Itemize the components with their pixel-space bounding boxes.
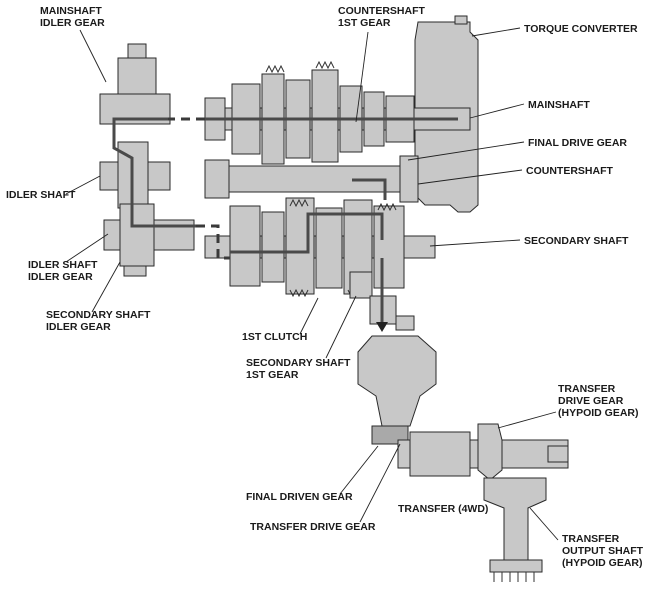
label-1st-clutch: 1ST CLUTCH <box>242 331 307 343</box>
label-secondary-shaft: SECONDARY SHAFT <box>524 235 629 247</box>
label-transfer-drive-gear: TRANSFER DRIVE GEAR <box>250 521 376 533</box>
label-secondary-shaft-1st-gear: SECONDARY SHAFT 1ST GEAR <box>246 357 353 381</box>
torque-converter-cap <box>454 15 468 25</box>
label-torque-converter: TORQUE CONVERTER <box>524 23 638 35</box>
label-countershaft-1st-gear: COUNTERSHAFT 1ST GEAR <box>338 5 428 29</box>
transfer-drive-gear-hypoid <box>477 423 503 481</box>
label-secondary-shaft-idler-gear: SECONDARY SHAFT IDLER GEAR <box>46 309 153 333</box>
secondary-shaft-gear-cluster <box>229 197 405 295</box>
idler-shaft <box>99 141 171 209</box>
secondary-shaft-idler-gear <box>103 203 195 277</box>
countershaft-bearing <box>204 159 230 199</box>
label-idler-shaft: IDLER SHAFT <box>6 189 76 201</box>
label-countershaft: COUNTERSHAFT <box>526 165 613 177</box>
leader-lines <box>65 27 559 541</box>
label-transfer-4wd: TRANSFER (4WD) <box>398 503 488 515</box>
differential-housing <box>357 295 437 427</box>
final-drive-gear <box>399 155 419 203</box>
label-final-drive-gear: FINAL DRIVE GEAR <box>528 137 627 149</box>
transfer-output-shaft <box>483 477 547 582</box>
label-final-driven-gear: FINAL DRIVEN GEAR <box>246 491 353 503</box>
label-transfer-drive-gear-hypoid: TRANSFER DRIVE GEAR (HYPOID GEAR) <box>558 383 639 419</box>
mainshaft-idler-gear <box>99 43 171 125</box>
transfer-4wd <box>397 423 569 481</box>
secondary-shaft-1st-gear <box>349 271 373 299</box>
mainshaft-gear-cluster <box>231 69 415 165</box>
label-mainshaft-idler-gear: MAINSHAFT IDLER GEAR <box>40 5 105 29</box>
power-flow-path <box>112 117 458 332</box>
label-mainshaft: MAINSHAFT <box>528 99 590 111</box>
label-idler-shaft-idler-gear: IDLER SHAFT IDLER GEAR <box>28 259 100 283</box>
label-transfer-output-shaft: TRANSFER OUTPUT SHAFT (HYPOID GEAR) <box>562 533 646 569</box>
